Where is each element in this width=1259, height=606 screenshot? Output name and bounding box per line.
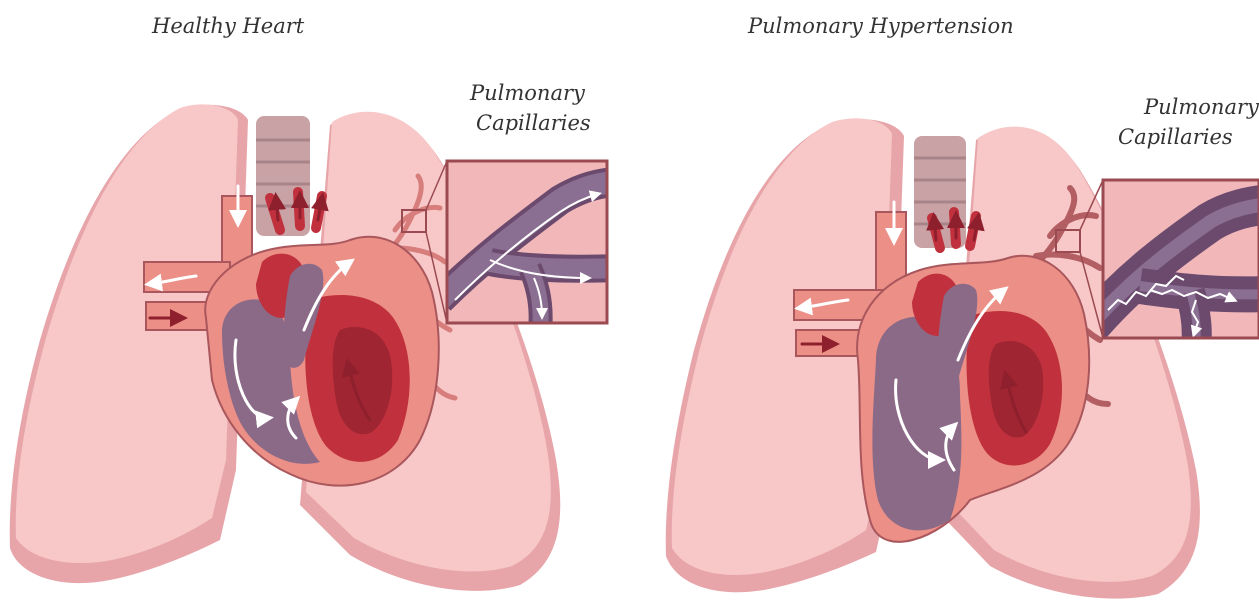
inset-label-healthy-line2: Capillaries [476, 111, 591, 135]
capillary-inset-healthy [440, 161, 620, 330]
right-lung [16, 104, 238, 563]
healthy-heart-panel: Healthy Heart [10, 14, 620, 591]
hypertension-panel: Pulmonary Hypertension [666, 14, 1259, 599]
healthy-heart [205, 237, 439, 486]
panel-title-healthy: Healthy Heart [151, 14, 305, 38]
inset-label-hypertension-line1: Pulmonary [1143, 95, 1259, 119]
inset-label-healthy-line1: Pulmonary [469, 81, 586, 105]
inset-label-hypertension-line2: Capillaries [1118, 125, 1233, 149]
capillary-inset-hypertension [1090, 180, 1259, 346]
panel-title-hypertension: Pulmonary Hypertension [747, 14, 1014, 38]
